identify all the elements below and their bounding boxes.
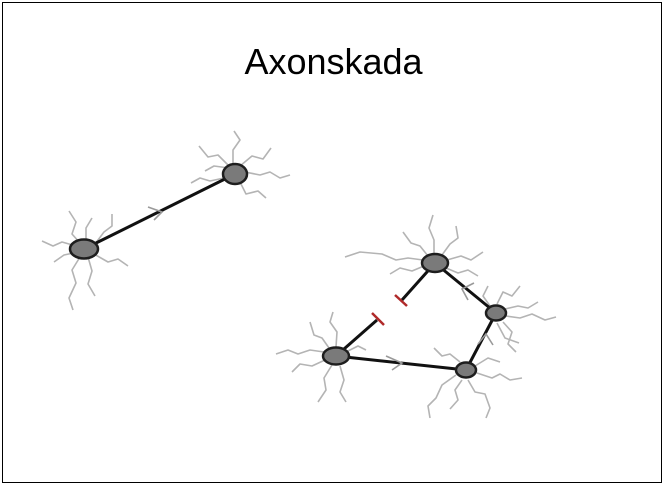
neuron-soma xyxy=(68,238,100,260)
axon-damage-mark xyxy=(371,312,385,326)
arrow-icon xyxy=(460,282,475,301)
axon-damage-mark xyxy=(394,294,408,307)
arrow-icon xyxy=(477,332,494,346)
neuron-soma xyxy=(321,346,351,366)
slide-title: Axonskada xyxy=(244,41,423,82)
dendrites xyxy=(344,214,484,277)
dendrites xyxy=(275,311,367,403)
neuron-soma xyxy=(454,361,478,379)
neuron-soma xyxy=(484,304,508,322)
dendrites xyxy=(482,285,557,353)
neuron-network-right xyxy=(275,214,557,419)
dendrites xyxy=(41,210,129,311)
neuron-soma xyxy=(420,252,450,274)
dendrites xyxy=(427,347,523,419)
slide-frame xyxy=(2,2,662,483)
neuron-soma xyxy=(221,162,249,186)
dendrites xyxy=(190,130,291,199)
arrow-icon xyxy=(147,206,164,221)
arrow-icon xyxy=(385,355,404,371)
neuron-pair-left xyxy=(41,130,291,311)
